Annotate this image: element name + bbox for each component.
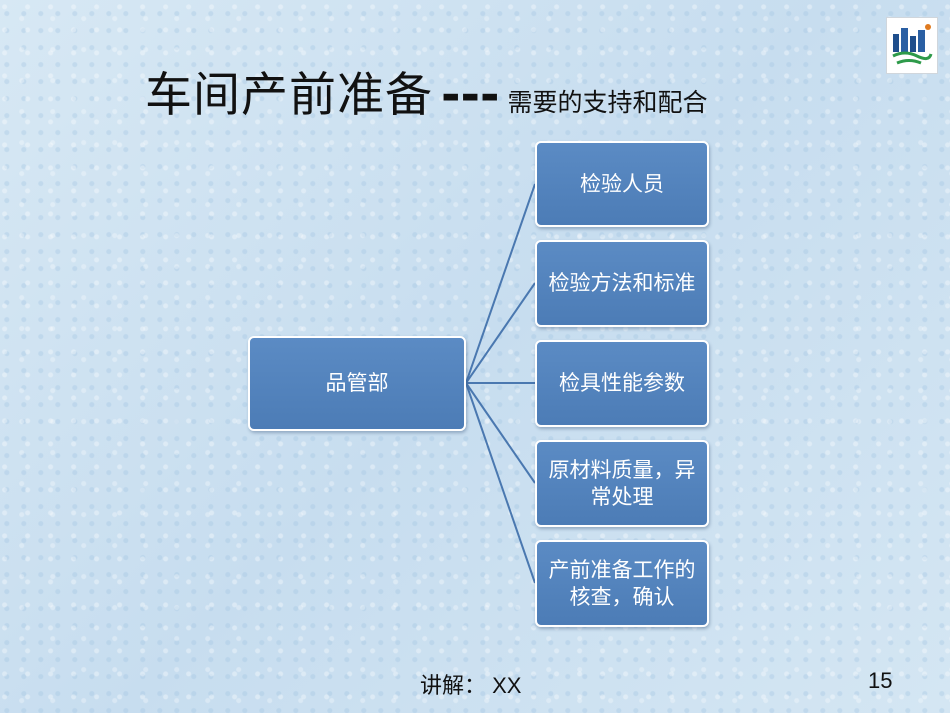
logo-graphic xyxy=(892,24,933,65)
root-node-quality-dept: 品管部 xyxy=(248,336,466,431)
child-node-preproduction-check: 产前准备工作的核查，确认 xyxy=(535,540,709,627)
page-number: 15 xyxy=(868,668,893,693)
title-main: 车间产前准备 xyxy=(145,68,433,123)
connector-line xyxy=(465,382,536,484)
child-node-material-quality: 原材料质量，异常处理 xyxy=(535,440,709,527)
title-subtitle: 需要的支持和配合 xyxy=(507,88,708,117)
connector-line xyxy=(465,183,536,384)
slide-title: 车间产前准备---需要的支持和配合 xyxy=(145,56,845,126)
root-node-label: 品管部 xyxy=(325,371,389,395)
child-node-inspection-methods: 检验方法和标准 xyxy=(535,240,709,327)
connector-line xyxy=(465,382,536,584)
child-node-label: 原材料质量，异常处理 xyxy=(548,457,696,509)
company-logo-icon xyxy=(886,17,938,74)
child-node-label: 检验人员 xyxy=(580,171,664,196)
child-node-label: 检验方法和标准 xyxy=(548,271,696,295)
child-node-inspectors: 检验人员 xyxy=(535,141,709,227)
child-node-label: 检具性能参数 xyxy=(559,371,685,395)
child-node-gauge-parameters: 检具性能参数 xyxy=(535,340,709,427)
presenter-label: 讲解： XX xyxy=(420,673,522,698)
child-node-label: 产前准备工作的核查，确认 xyxy=(548,557,696,609)
connector-line xyxy=(465,282,536,384)
title-dash: --- xyxy=(441,68,500,123)
